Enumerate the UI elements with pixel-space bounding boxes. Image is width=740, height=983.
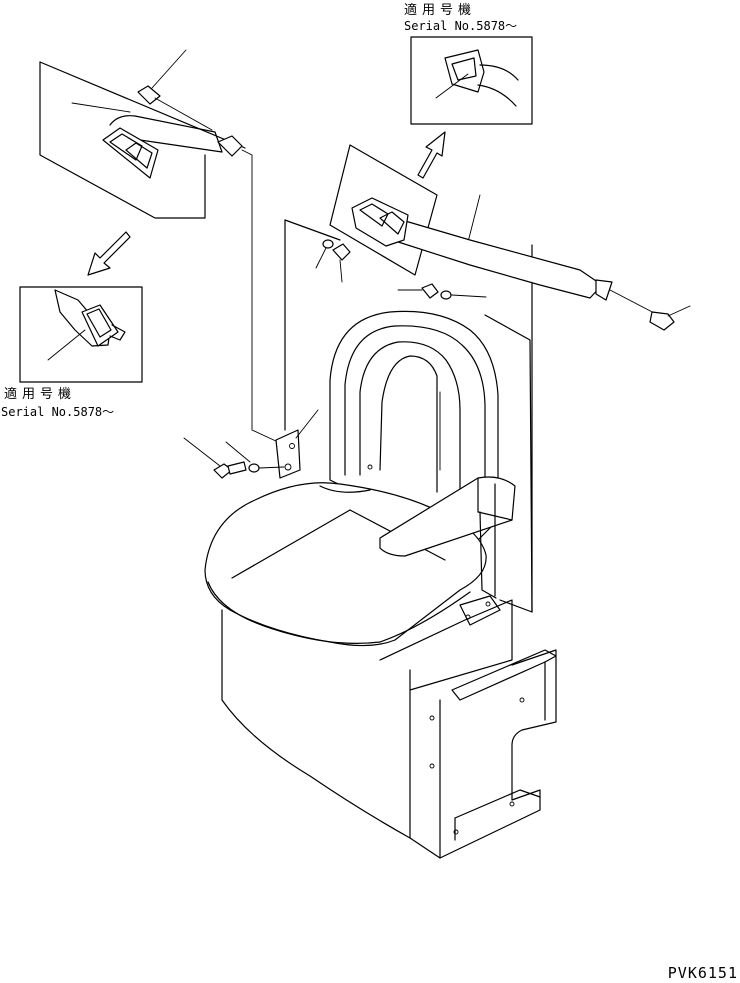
right-detail-box [410, 36, 533, 125]
washer-nut-group [315, 239, 487, 300]
left-belt-assembly [71, 49, 279, 443]
left-applicable-models-label: 適用号機 [4, 386, 76, 402]
seat-assembly [204, 310, 557, 859]
belt-bracket [275, 409, 319, 479]
right-belt-assembly [351, 197, 691, 331]
arrow-to-left-detail-icon [87, 231, 131, 276]
left-serial-label: Serial No.5878～ [1, 405, 114, 419]
right-serial-label: Serial No.5878～ [404, 19, 517, 33]
left-belt-panel [39, 61, 246, 219]
arrow-to-right-detail-icon [417, 131, 446, 179]
right-applicable-models-label: 適用号機 [404, 2, 476, 18]
figure-code: PVK6151 [668, 964, 738, 982]
anchor-bolt-left [183, 437, 285, 479]
left-detail-box [19, 286, 143, 383]
